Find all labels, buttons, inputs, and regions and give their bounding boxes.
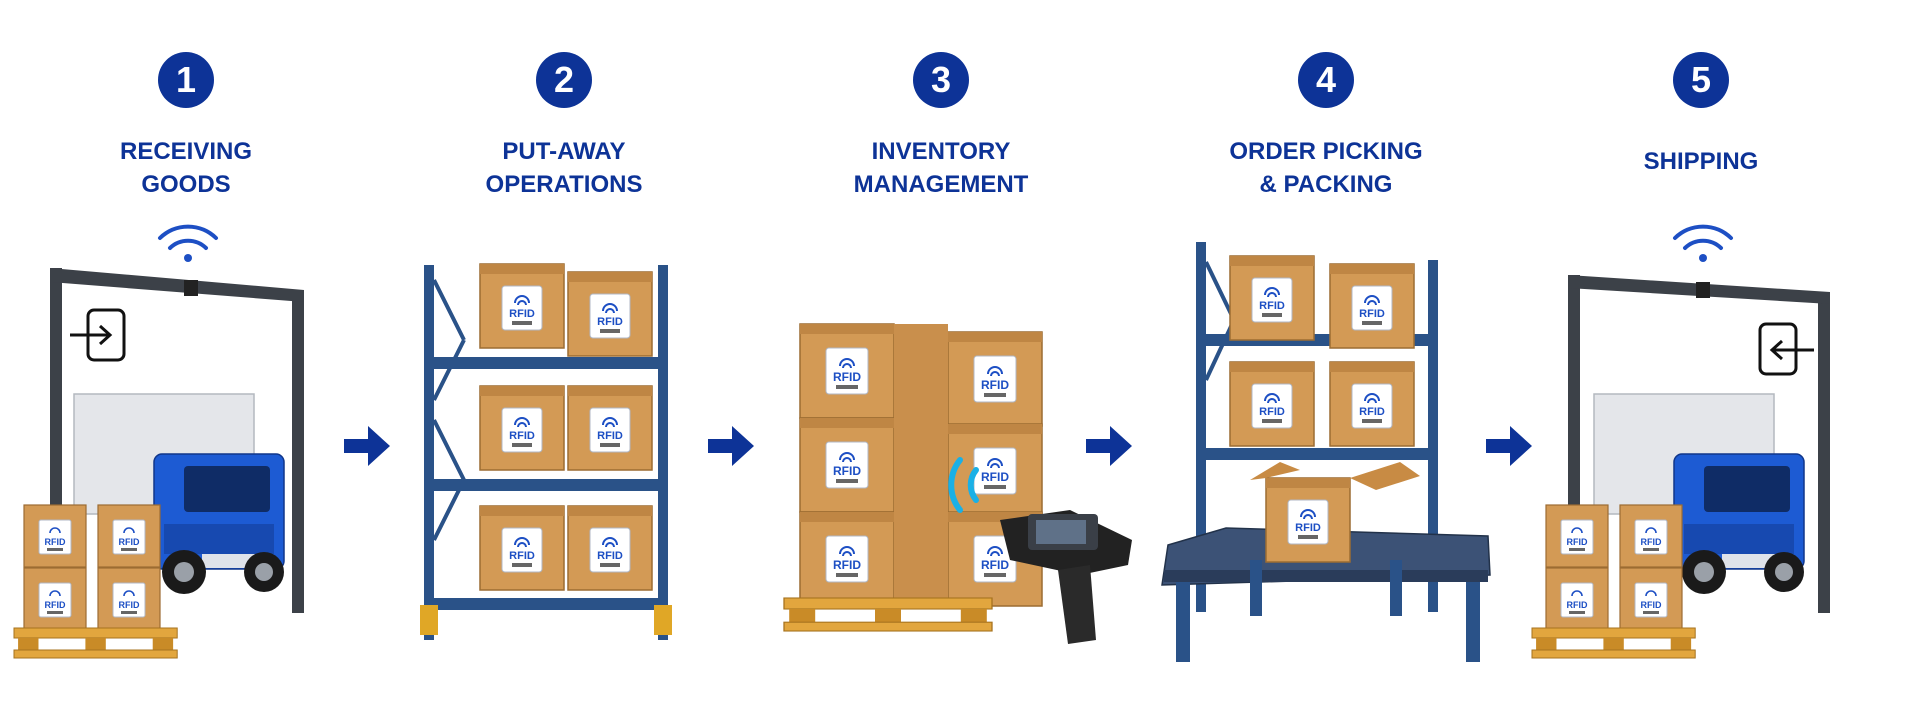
step-title-line: OPERATIONS bbox=[485, 171, 643, 198]
step-title: SHIPPING bbox=[1541, 145, 1861, 178]
step-2: 2 PUT-AWAY OPERATIONS bbox=[404, 52, 724, 198]
step-title-line: SHIPPING bbox=[1643, 148, 1759, 175]
right-arrow-icon bbox=[1486, 426, 1532, 466]
step-title-line: INVENTORY bbox=[871, 138, 1011, 165]
step-5: 5 SHIPPING bbox=[1541, 52, 1861, 175]
step-title-line: PUT-AWAY bbox=[502, 138, 626, 165]
exit-icon bbox=[1758, 322, 1814, 376]
step-title-line: MANAGEMENT bbox=[853, 171, 1029, 198]
step-title-line: & PACKING bbox=[1259, 171, 1393, 198]
order-picking-scene bbox=[1161, 242, 1491, 662]
right-arrow-icon bbox=[344, 426, 390, 466]
step-number-badge: 2 bbox=[536, 52, 592, 108]
right-arrow-icon bbox=[1086, 426, 1132, 466]
shipping-scene bbox=[1531, 224, 1830, 659]
enter-icon bbox=[70, 308, 126, 362]
step-title: PUT-AWAY OPERATIONS bbox=[404, 135, 724, 201]
step-number-badge: 4 bbox=[1298, 52, 1354, 108]
receiving-scene bbox=[13, 224, 304, 659]
step-1: 1 RECEIVING GOODS bbox=[26, 52, 346, 198]
step-3: 3 INVENTORY MANAGEMENT bbox=[781, 52, 1101, 198]
step-number-badge: 3 bbox=[913, 52, 969, 108]
step-title-line: ORDER PICKING bbox=[1229, 138, 1423, 165]
step-title-line: GOODS bbox=[141, 171, 231, 198]
inventory-scene bbox=[783, 323, 1132, 644]
right-arrow-icon bbox=[708, 426, 754, 466]
step-title: INVENTORY MANAGEMENT bbox=[781, 135, 1101, 201]
rfid-wireless-icon bbox=[158, 224, 218, 264]
rfid-scanner-icon bbox=[948, 457, 1132, 644]
step-number-badge: 1 bbox=[158, 52, 214, 108]
rfid-wireless-icon bbox=[1673, 224, 1733, 264]
step-number-badge: 5 bbox=[1673, 52, 1729, 108]
step-title: ORDER PICKING & PACKING bbox=[1166, 135, 1486, 201]
step-title: RECEIVING GOODS bbox=[26, 135, 346, 201]
put-away-rack-scene bbox=[420, 263, 672, 640]
step-4: 4 ORDER PICKING & PACKING bbox=[1166, 52, 1486, 198]
step-title-line: RECEIVING bbox=[119, 138, 253, 165]
